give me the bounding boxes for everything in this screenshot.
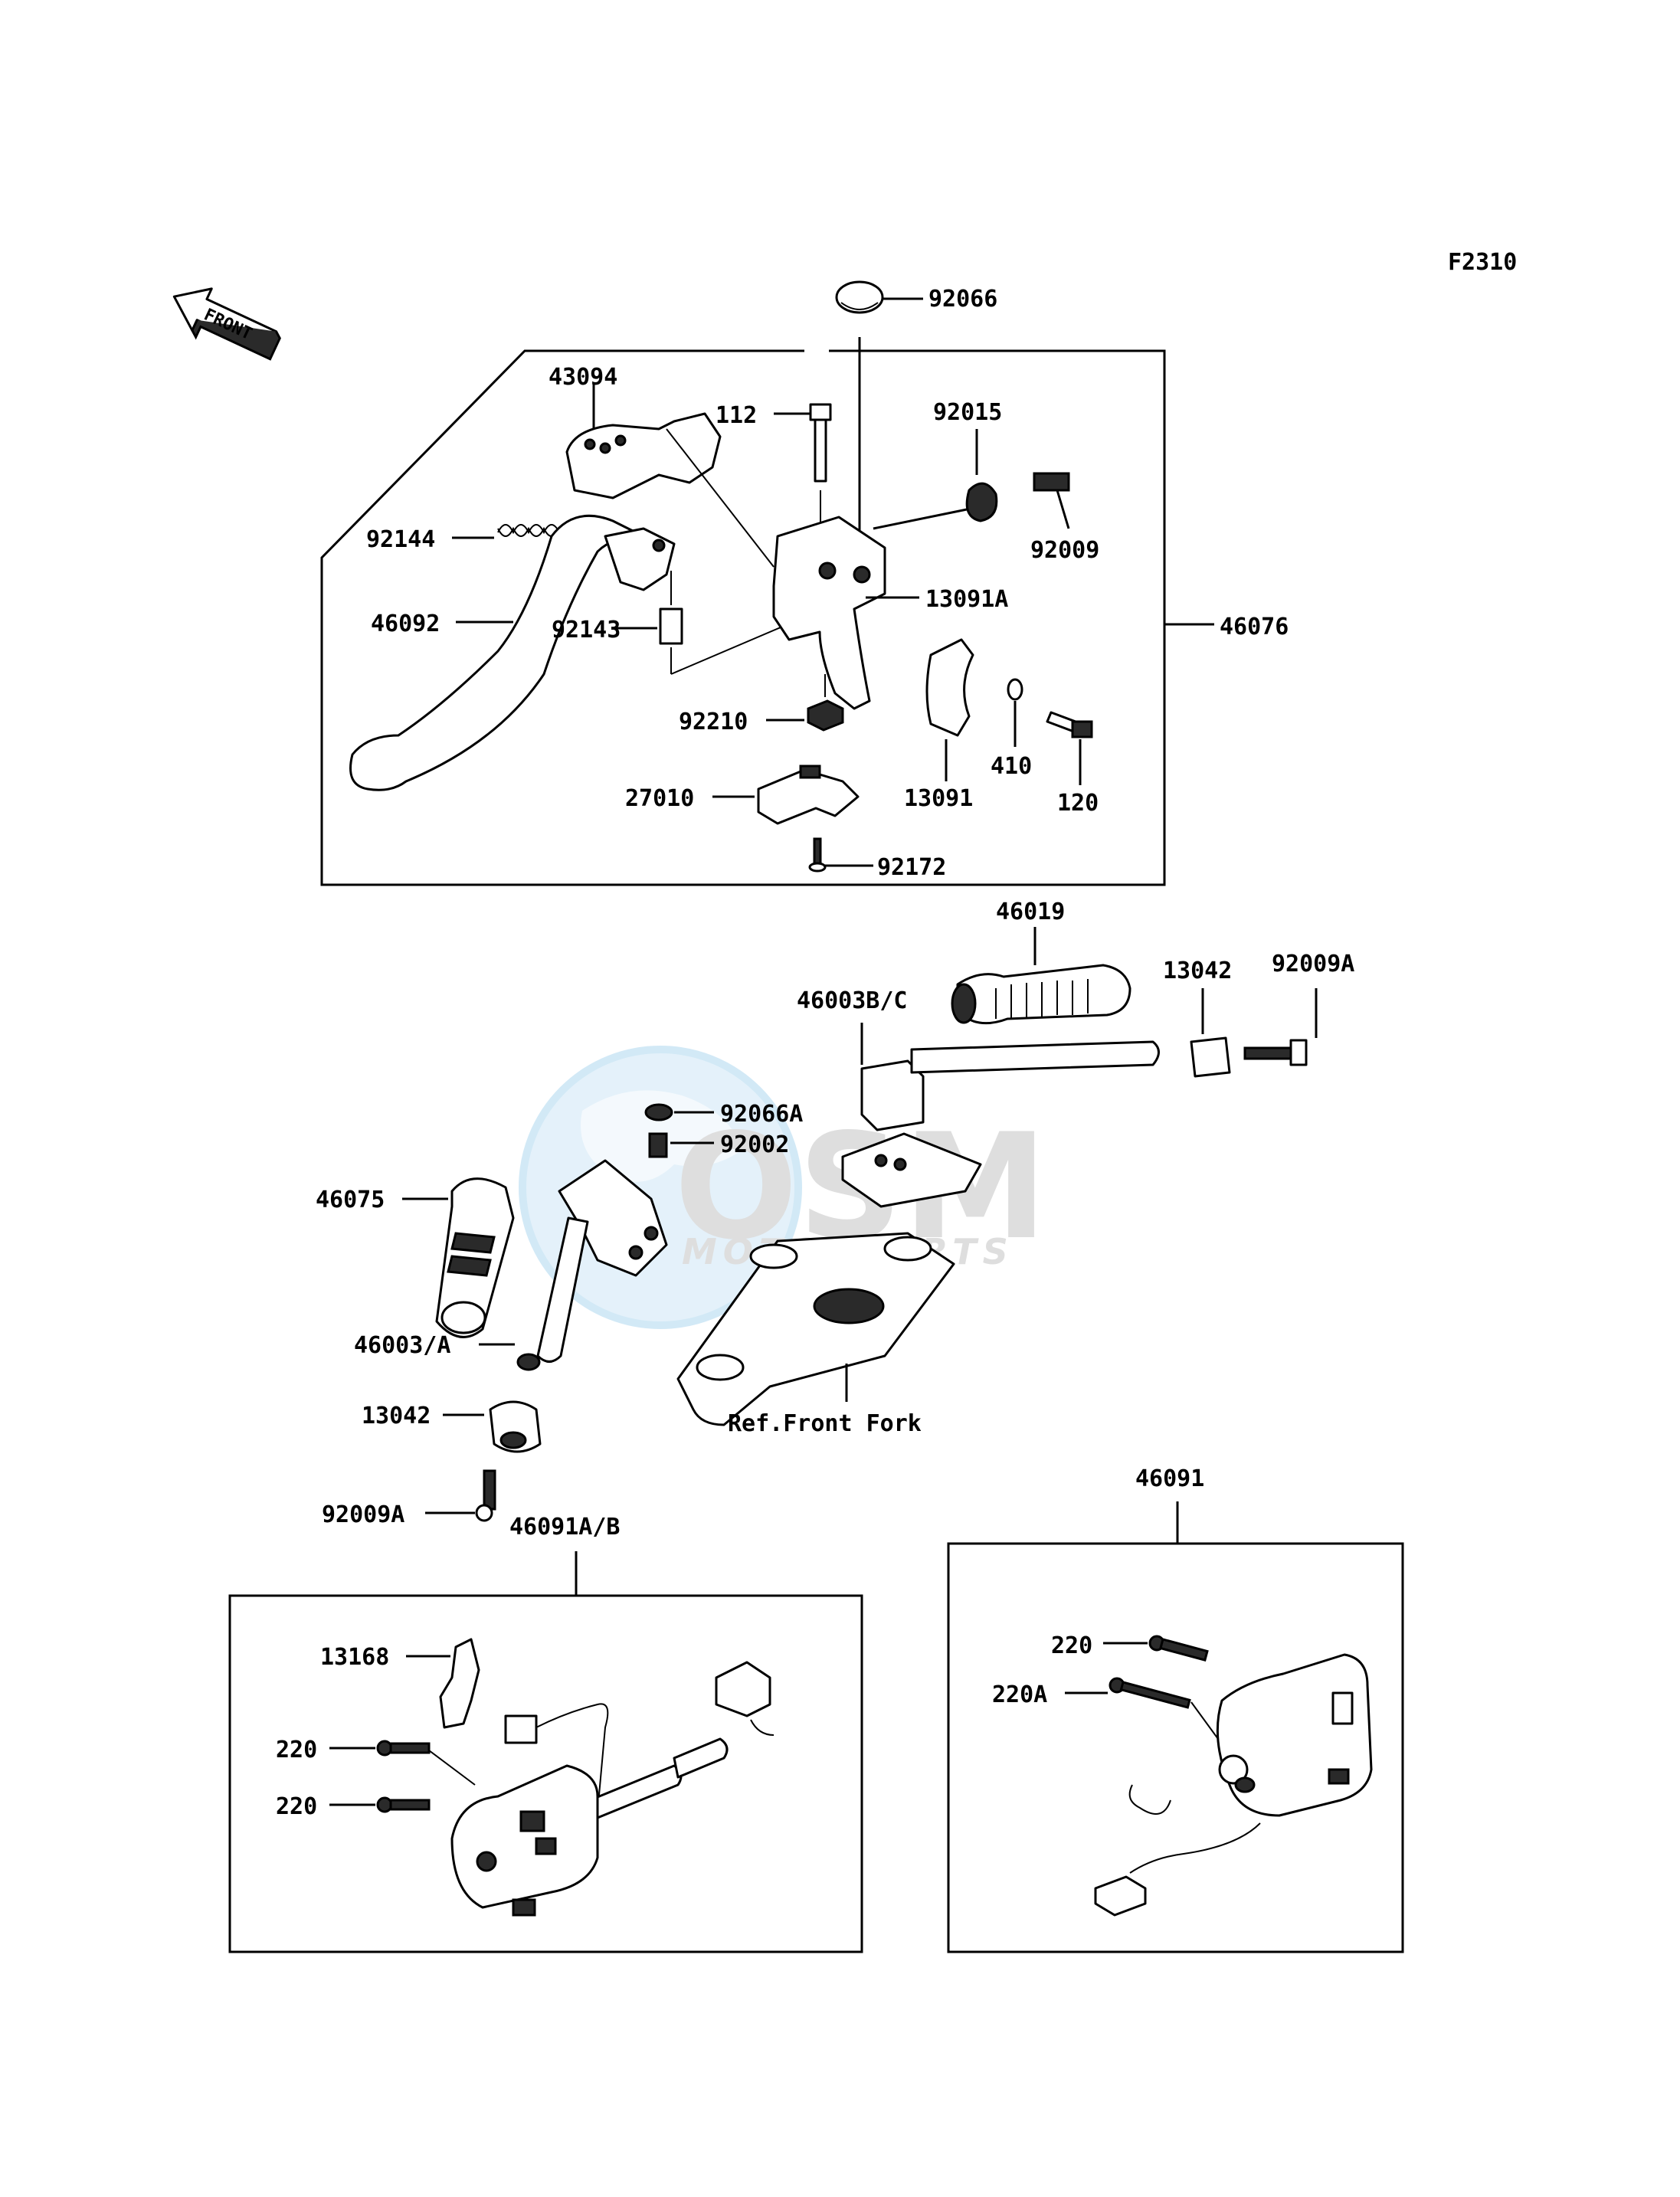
right-switch-housing (1094, 1653, 1373, 1917)
label-92210: 92210 (679, 709, 748, 735)
part-46092: 46092 (349, 514, 676, 791)
part-220-right: 220 (1051, 1632, 1209, 1662)
label-13091A: 13091A (925, 586, 1008, 613)
master-cylinder-box (320, 349, 1166, 886)
label-410: 410 (991, 753, 1032, 780)
part-13042-right: 13042 (1163, 958, 1232, 1078)
part-46019: 46019 (951, 899, 1131, 1025)
part-13168: 13168 (320, 1638, 480, 1729)
part-46076: 46076 (1164, 614, 1289, 640)
part-92002: 92002 (648, 1131, 789, 1158)
part-27010: 27010 (625, 765, 860, 825)
label-92066: 92066 (928, 286, 997, 313)
part-92009A-left: 92009A (322, 1469, 496, 1528)
label-46003A: 46003/A (354, 1332, 450, 1359)
label-120: 120 (1057, 790, 1099, 817)
part-46075: 46075 (316, 1177, 515, 1338)
part-92210: 92210 (679, 674, 844, 735)
part-46003BC: 46003B/C (797, 987, 1160, 1208)
label-46092: 46092 (371, 611, 440, 637)
part-92015: 92015 (873, 399, 1002, 530)
label-13091: 13091 (904, 785, 973, 812)
left-switch-housing (450, 1661, 775, 1917)
label-46003BC: 46003B/C (797, 987, 908, 1014)
label-220-b: 220 (276, 1793, 317, 1820)
label-46076: 46076 (1220, 614, 1289, 640)
label-92015: 92015 (933, 399, 1002, 426)
label-92009A-right: 92009A (1272, 951, 1354, 977)
right-switch-box: 46091 (947, 1465, 1404, 1953)
part-43094: 43094 (549, 364, 775, 568)
part-92009A-right: 92009A (1243, 951, 1354, 1066)
label-92066A: 92066A (720, 1101, 803, 1128)
label-92172: 92172 (877, 854, 946, 881)
label-92009A-left: 92009A (322, 1501, 404, 1528)
part-92143: 92143 (552, 571, 797, 675)
part-46003A: 46003/A (354, 1159, 668, 1371)
label-13042-left: 13042 (362, 1403, 431, 1429)
front-fork-clamp: Ref.Front Fork (676, 1232, 955, 1437)
label-220-a: 220 (276, 1737, 317, 1763)
part-220-a: 220 (276, 1737, 476, 1786)
part-220-b: 220 (276, 1793, 431, 1820)
label-220-right: 220 (1051, 1632, 1092, 1659)
part-92144: 92144 (366, 524, 560, 553)
label-92144: 92144 (366, 526, 435, 553)
left-switch-box: 46091A/B (228, 1514, 863, 1953)
part-13091: 13091 (904, 638, 974, 812)
part-92066A: 92066A (644, 1101, 803, 1128)
part-112: 112 (716, 402, 832, 552)
part-92066: 92066 (835, 280, 997, 567)
figure-code: F2310 (1448, 249, 1517, 276)
label-13042-right: 13042 (1163, 958, 1232, 984)
label-46019: 46019 (996, 899, 1065, 925)
part-92172: 92172 (808, 837, 946, 881)
part-13042-left: 13042 (362, 1400, 542, 1453)
part-92009: 92009 (1030, 472, 1099, 564)
part-120: 120 (1046, 711, 1099, 817)
label-46091AB: 46091A/B (509, 1514, 621, 1541)
label-92143: 92143 (552, 617, 621, 643)
label-46075: 46075 (316, 1187, 385, 1213)
label-112: 112 (716, 402, 757, 429)
part-220A: 220A (992, 1677, 1219, 1740)
label-92002: 92002 (720, 1131, 789, 1158)
label-46091: 46091 (1135, 1465, 1204, 1492)
part-410: 410 (991, 678, 1032, 780)
label-220A: 220A (992, 1681, 1047, 1708)
front-arrow-icon: FRONT (172, 287, 281, 361)
part-13091A: 13091A (772, 516, 1008, 710)
watermark-globe-icon (522, 1049, 798, 1325)
label-13168: 13168 (320, 1644, 389, 1671)
label-27010: 27010 (625, 785, 694, 812)
label-92009: 92009 (1030, 537, 1099, 564)
label-43094: 43094 (549, 364, 617, 391)
label-ref-front-fork: Ref.Front Fork (728, 1410, 922, 1437)
